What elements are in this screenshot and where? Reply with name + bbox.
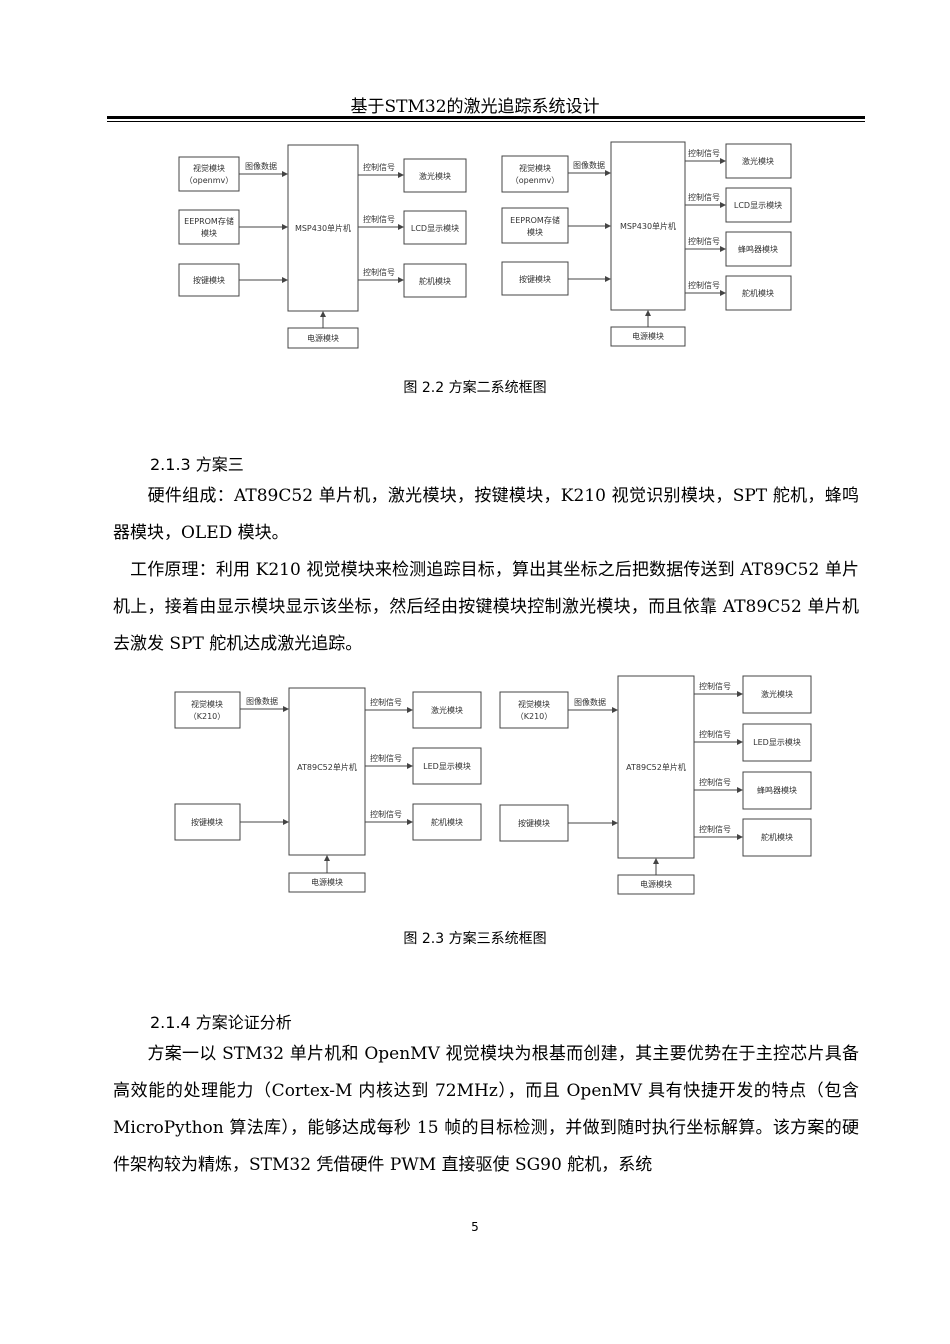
input-key-label: 按键模块 xyxy=(518,818,550,828)
input-vision-sub: （K210） xyxy=(516,712,553,721)
input-eeprom-label: EEPROM存储 xyxy=(184,216,234,226)
mcu-label: AT89C52单片机 xyxy=(626,762,686,772)
output-servo-label: 舵机模块 xyxy=(761,832,793,842)
power-label: 电源模块 xyxy=(311,877,343,887)
section-2-1-4-paragraph-1: 方案一以 STM32 单片机和 OpenMV 视觉模块为根基而创建，其主要优势在… xyxy=(113,1044,859,1175)
input-vision-label: 视觉模块 xyxy=(191,699,223,709)
input-key-label: 按键模块 xyxy=(519,274,551,284)
input-key-label: 按键模块 xyxy=(193,275,225,285)
page-header-title: 基于STM32的激光追踪系统设计 xyxy=(350,97,600,117)
output-led-label: LED显示模块 xyxy=(423,761,471,771)
signal-label-1: 控制信号 xyxy=(370,697,402,707)
figure-2-2-caption: 图 2.2 方案二系统框图 xyxy=(403,380,547,396)
mcu-label: MSP430单片机 xyxy=(295,223,351,233)
image-data-arrow-label: 图像数据 xyxy=(245,161,277,171)
output-servo-label: 舵机模块 xyxy=(431,817,463,827)
signal-label-2: 控制信号 xyxy=(699,729,731,739)
input-vision-label: 视觉模块 xyxy=(519,163,551,173)
power-label: 电源模块 xyxy=(632,331,664,341)
output-servo-label: 舵机模块 xyxy=(742,288,774,298)
figure-2-2-right-diagram: 视觉模块 （openmv） EEPROM存储 模块 按键模块 MSP430单片机… xyxy=(501,141,792,347)
figure-2-2-left-diagram: 视觉模块 （openmv） EEPROM存储 模块 按键模块 MSP430单片机… xyxy=(178,144,467,349)
section-2-1-3-heading: 2.1.3 方案三 xyxy=(150,455,244,474)
output-laser-label: 激光模块 xyxy=(431,705,463,715)
output-buzzer-label: 蜂鸣器模块 xyxy=(757,785,797,795)
output-lcd-label: LCD显示模块 xyxy=(734,200,782,210)
output-buzzer-label: 蜂鸣器模块 xyxy=(738,244,778,254)
power-label: 电源模块 xyxy=(640,879,672,889)
signal-label-2: 控制信号 xyxy=(363,214,395,224)
header-rule-thick xyxy=(107,116,865,119)
signal-label-2: 控制信号 xyxy=(688,192,720,202)
signal-label-1: 控制信号 xyxy=(363,162,395,172)
signal-label-3: 控制信号 xyxy=(370,809,402,819)
signal-label-3: 控制信号 xyxy=(688,236,720,246)
image-data-arrow-label: 图像数据 xyxy=(246,696,278,706)
signal-label-4: 控制信号 xyxy=(688,280,720,290)
figure-2-3-left-diagram: 视觉模块 （K210） 按键模块 AT89C52单片机 图像数据 激光模块 LE… xyxy=(174,687,482,893)
header-rule-thin xyxy=(107,121,865,122)
output-led-label: LED显示模块 xyxy=(753,737,801,747)
page-number: 5 xyxy=(471,1220,479,1234)
input-eeprom-sub: 模块 xyxy=(201,228,217,238)
input-vision-sub: （openmv） xyxy=(511,176,560,185)
input-eeprom-label: EEPROM存储 xyxy=(510,215,560,225)
image-data-arrow-label: 图像数据 xyxy=(573,160,605,170)
signal-label-3: 控制信号 xyxy=(363,267,395,277)
input-eeprom-sub: 模块 xyxy=(527,227,543,237)
mcu-label: AT89C52单片机 xyxy=(297,762,357,772)
input-vision-label: 视觉模块 xyxy=(193,163,225,173)
signal-label-4: 控制信号 xyxy=(699,824,731,834)
input-vision-sub: （openmv） xyxy=(185,176,234,185)
signal-label-3: 控制信号 xyxy=(699,777,731,787)
output-lcd-label: LCD显示模块 xyxy=(411,223,459,233)
output-laser-label: 激光模块 xyxy=(419,171,451,181)
input-vision-sub: （K210） xyxy=(189,712,226,721)
input-vision-label: 视觉模块 xyxy=(518,699,550,709)
signal-label-2: 控制信号 xyxy=(370,753,402,763)
signal-label-1: 控制信号 xyxy=(699,681,731,691)
figure-2-3-right-diagram: 视觉模块 （K210） 按键模块 AT89C52单片机 图像数据 激光模块 LE… xyxy=(499,675,812,895)
input-key-label: 按键模块 xyxy=(191,817,223,827)
output-laser-label: 激光模块 xyxy=(761,689,793,699)
figure-2-3-caption: 图 2.3 方案三系统框图 xyxy=(403,931,547,947)
section-2-1-4-heading: 2.1.4 方案论证分析 xyxy=(150,1013,292,1032)
signal-label-1: 控制信号 xyxy=(688,148,720,158)
mcu-label: MSP430单片机 xyxy=(620,221,676,231)
output-laser-label: 激光模块 xyxy=(742,156,774,166)
output-servo-label: 舵机模块 xyxy=(419,276,451,286)
section-2-1-3-paragraph-2: 工作原理：利用 K210 视觉模块来检测追踪目标，算出其坐标之后把数据传送到 A… xyxy=(113,560,859,654)
image-data-arrow-label: 图像数据 xyxy=(574,697,606,707)
power-label: 电源模块 xyxy=(307,333,339,343)
section-2-1-3-paragraph-1: 硬件组成：AT89C52 单片机，激光模块，按键模块，K210 视觉识别模块，S… xyxy=(113,486,859,543)
